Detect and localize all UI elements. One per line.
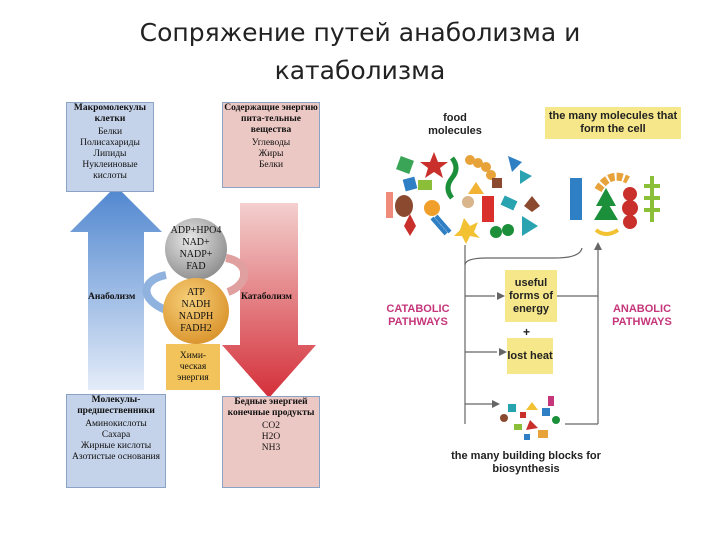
arrowhead: [594, 242, 602, 250]
orange-circle: [163, 278, 229, 344]
nutrient-item: Белки: [258, 160, 284, 170]
nutrient-item: Углеводы: [251, 138, 291, 148]
circle-item: NADH: [181, 299, 211, 310]
precursors-heading: Молекулы-предшественники: [77, 395, 155, 416]
flow-arrowheads: [492, 242, 602, 408]
chemical-energy-box: Хими- ческая энергия: [166, 344, 220, 390]
orange-circle-text: ATP NADH NADPH FADH2: [168, 287, 224, 335]
end-product-item: NH3: [261, 443, 281, 453]
anabolism-arrow: [70, 186, 162, 390]
end-product-item: H2O: [261, 432, 281, 442]
circle-item: NADP+: [179, 249, 213, 260]
macromolecules-box: Макромолекулы клетки Белки Полисахариды …: [66, 102, 154, 192]
macromolecule-item: Липиды: [93, 149, 127, 159]
plus-sign: +: [523, 325, 531, 339]
end-products-heading: Бедные энергией конечные продукты: [227, 397, 315, 418]
slide-title-line-1: Сопряжение путей анаболизма и: [139, 18, 581, 47]
food-molecules-cluster: [386, 152, 540, 244]
precursor-item: Жирные кислоты: [80, 441, 152, 451]
circle-item: ATP: [187, 287, 205, 298]
macromolecule-item: Полисахариды: [80, 138, 140, 148]
energy-line: Хими-: [179, 350, 207, 361]
energy-to-anabolic: [555, 248, 599, 297]
gray-circle-text: ADP+HPO4 NAD+ NADP+ FAD: [168, 225, 224, 273]
cell-molecules-cluster: [570, 172, 660, 236]
end-product-item: CO2: [262, 421, 280, 431]
cycle-arrow-right: [225, 254, 249, 296]
catabolism-arrow: [222, 203, 316, 398]
catabolism-label: Катаболизм: [241, 292, 293, 302]
lost-heat-box: lost heat: [507, 338, 553, 374]
catabolic-pathways-label: CATABOLIC PATHWAYS: [386, 303, 450, 328]
arrowhead: [499, 348, 507, 356]
anabolism-label: Анаболизм: [88, 292, 136, 302]
arrowhead: [492, 400, 500, 408]
macromolecule-item: Белки: [97, 127, 123, 137]
precursor-item: Сахара: [101, 430, 131, 440]
nutrients-heading: Содержащие энергию пита-тельные вещества: [224, 103, 318, 135]
arrowhead: [497, 292, 505, 300]
energy-line: ческая: [179, 361, 207, 372]
circle-item: FAD: [186, 261, 206, 272]
cycle-arrow-left: [142, 271, 168, 314]
useful-energy-box: useful forms of energy: [505, 270, 557, 322]
circle-item: NAD+: [182, 237, 210, 248]
precursor-item: Азотистые основания: [72, 452, 160, 462]
top-connector: [464, 247, 583, 266]
slide-title-line-2: катаболизма: [274, 56, 446, 85]
building-blocks-cluster: [500, 396, 560, 440]
flow-lines: [464, 245, 599, 425]
nutrients-box: Содержащие энергию пита-тельные вещества…: [222, 102, 320, 188]
food-molecules-label: food molecules: [428, 112, 482, 137]
slide-title: Сопряжение путей анаболизма и катаболизм…: [0, 14, 720, 90]
cell-molecules-label: the many molecules that form the cell: [545, 107, 681, 139]
end-products-box: Бедные энергией конечные продукты CO2 H2…: [222, 396, 320, 488]
anabolic-pathways-label: ANABOLIC PATHWAYS: [612, 303, 672, 328]
circle-item: ADP+HPO4: [170, 225, 222, 236]
precursors-box: Молекулы-предшественники Аминокислоты Са…: [66, 394, 166, 488]
circle-item: FADH2: [180, 323, 212, 334]
nutrient-item: Жиры: [258, 149, 284, 159]
building-blocks-label: the many building blocks for biosynthesi…: [451, 450, 601, 475]
macromolecule-item: Нуклеиновые кислоты: [82, 160, 138, 181]
circle-item: NADPH: [178, 311, 214, 322]
gray-circle: [165, 218, 227, 280]
energy-line: энергия: [177, 372, 209, 383]
precursor-item: Аминокислоты: [85, 419, 147, 429]
macromolecules-heading: Макромолекулы клетки: [73, 103, 147, 124]
